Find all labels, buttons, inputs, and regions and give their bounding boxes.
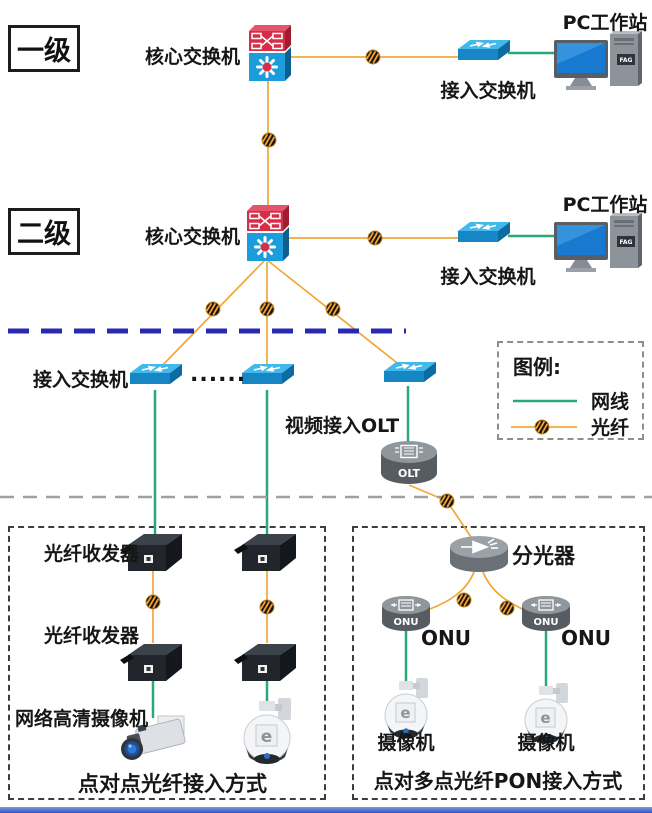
onu-device-icon: ONU xyxy=(381,595,431,633)
fiber-transceiver-icon xyxy=(120,642,184,686)
fiber-joint-icon xyxy=(439,493,455,509)
camera-right-label: 摄像机 xyxy=(517,732,575,754)
fiber-joint-icon xyxy=(456,592,472,608)
fiber-transceiver-icon xyxy=(234,642,298,686)
tier-1-box: 一级 xyxy=(8,25,80,72)
access-switch-2-icon xyxy=(456,220,512,250)
fiber-transceiver-label-2: 光纤收发器 xyxy=(44,625,140,647)
fiber-joint-icon xyxy=(365,49,381,65)
video-olt-label: 视频接入OLT xyxy=(285,415,400,437)
pc-badge-text: FAG xyxy=(620,57,633,64)
p2mp-caption: 点对多点光纤PON接入方式 xyxy=(373,769,623,793)
tier-1-label: 一级 xyxy=(17,36,71,67)
fiber-transceiver-icon xyxy=(120,532,184,576)
pc-workstation-2-icon: FAG xyxy=(554,210,644,280)
p2p-caption: 点对点光纤接入方式 xyxy=(78,772,267,796)
more-switches-ellipsis: ...... xyxy=(190,362,247,387)
splitter-label: 分光器 xyxy=(512,544,575,568)
onu-device-icon: ONU xyxy=(521,595,571,633)
legend-item-network-cable: 网线 xyxy=(513,387,629,414)
tier-2-label: 二级 xyxy=(17,219,71,250)
core-switch-2-icon xyxy=(244,204,290,262)
camera-watermark-text: e xyxy=(400,704,410,722)
fiber-joint-icon xyxy=(499,600,515,616)
access-switch-b-icon xyxy=(240,362,296,392)
optical-fiber-sample-line xyxy=(511,418,577,435)
olt-device-icon: OLT xyxy=(380,440,438,486)
access-switch-1-label: 接入交换机 xyxy=(440,80,536,102)
pc-workstation-2-label: PC工作站 xyxy=(562,194,648,216)
onu-text: ONU xyxy=(534,617,559,628)
camera-watermark-text: e xyxy=(261,727,273,747)
access-switch-row-label: 接入交换机 xyxy=(33,369,129,391)
onu-left-label: ONU xyxy=(421,626,471,650)
fiber-joint-icon xyxy=(205,301,221,317)
optical-splitter-icon xyxy=(449,534,509,576)
dome-camera-icon: e xyxy=(378,676,436,748)
fiber-joint-icon xyxy=(259,599,275,615)
legend-item-optical-fiber: 光纤 xyxy=(511,413,629,440)
p2p-zone-box xyxy=(8,526,326,800)
legend-optical-fiber-label: 光纤 xyxy=(591,417,630,439)
core-switch-2-label: 核心交换机 xyxy=(144,226,240,248)
fiber-transceiver-label-1: 光纤收发器 xyxy=(44,543,140,565)
access-switch-2-label: 接入交换机 xyxy=(440,266,536,288)
access-switch-1-icon xyxy=(456,38,512,68)
fiber-joint-icon xyxy=(259,301,275,317)
core-switch-1-icon xyxy=(246,24,292,82)
fiber-joint-icon xyxy=(261,132,277,148)
bullet-camera-icon: e xyxy=(110,708,192,768)
tier-2-box: 二级 xyxy=(8,208,80,255)
network-cable-sample-line xyxy=(513,399,577,402)
pc-workstation-1-icon: FAG xyxy=(554,28,644,98)
fiber-joint-icon xyxy=(145,594,161,610)
fiber-joint-icons xyxy=(145,49,515,616)
fiber-transceiver-icon xyxy=(234,532,298,576)
legend-network-cable-label: 网线 xyxy=(591,391,630,413)
olt-text: OLT xyxy=(398,467,421,480)
bottom-decorative-bar xyxy=(0,807,652,813)
pc-workstation-1-label: PC工作站 xyxy=(562,12,648,34)
fiber-joint-icon xyxy=(325,301,341,317)
core-switch-1-label: 核心交换机 xyxy=(144,46,240,68)
access-switch-a-icon xyxy=(128,362,184,392)
pc-badge-text: FAG xyxy=(620,239,633,246)
network-cable-lines xyxy=(151,51,560,718)
dome-camera-icon: e xyxy=(237,696,299,772)
camera-left-label: 摄像机 xyxy=(377,732,435,754)
legend-box: 图例: 网线 光纤 xyxy=(497,341,644,440)
onu-right-label: ONU xyxy=(561,626,611,650)
camera-watermark-text: e xyxy=(540,709,550,727)
hd-camera-label: 网络高清摄像机 xyxy=(15,708,149,730)
dome-camera-icon: e xyxy=(518,681,576,753)
access-switch-c-icon xyxy=(382,360,438,390)
onu-text: ONU xyxy=(394,617,419,628)
legend-title: 图例: xyxy=(513,355,561,379)
p2mp-zone-box xyxy=(352,526,645,800)
fiber-joint-icon xyxy=(367,230,383,246)
